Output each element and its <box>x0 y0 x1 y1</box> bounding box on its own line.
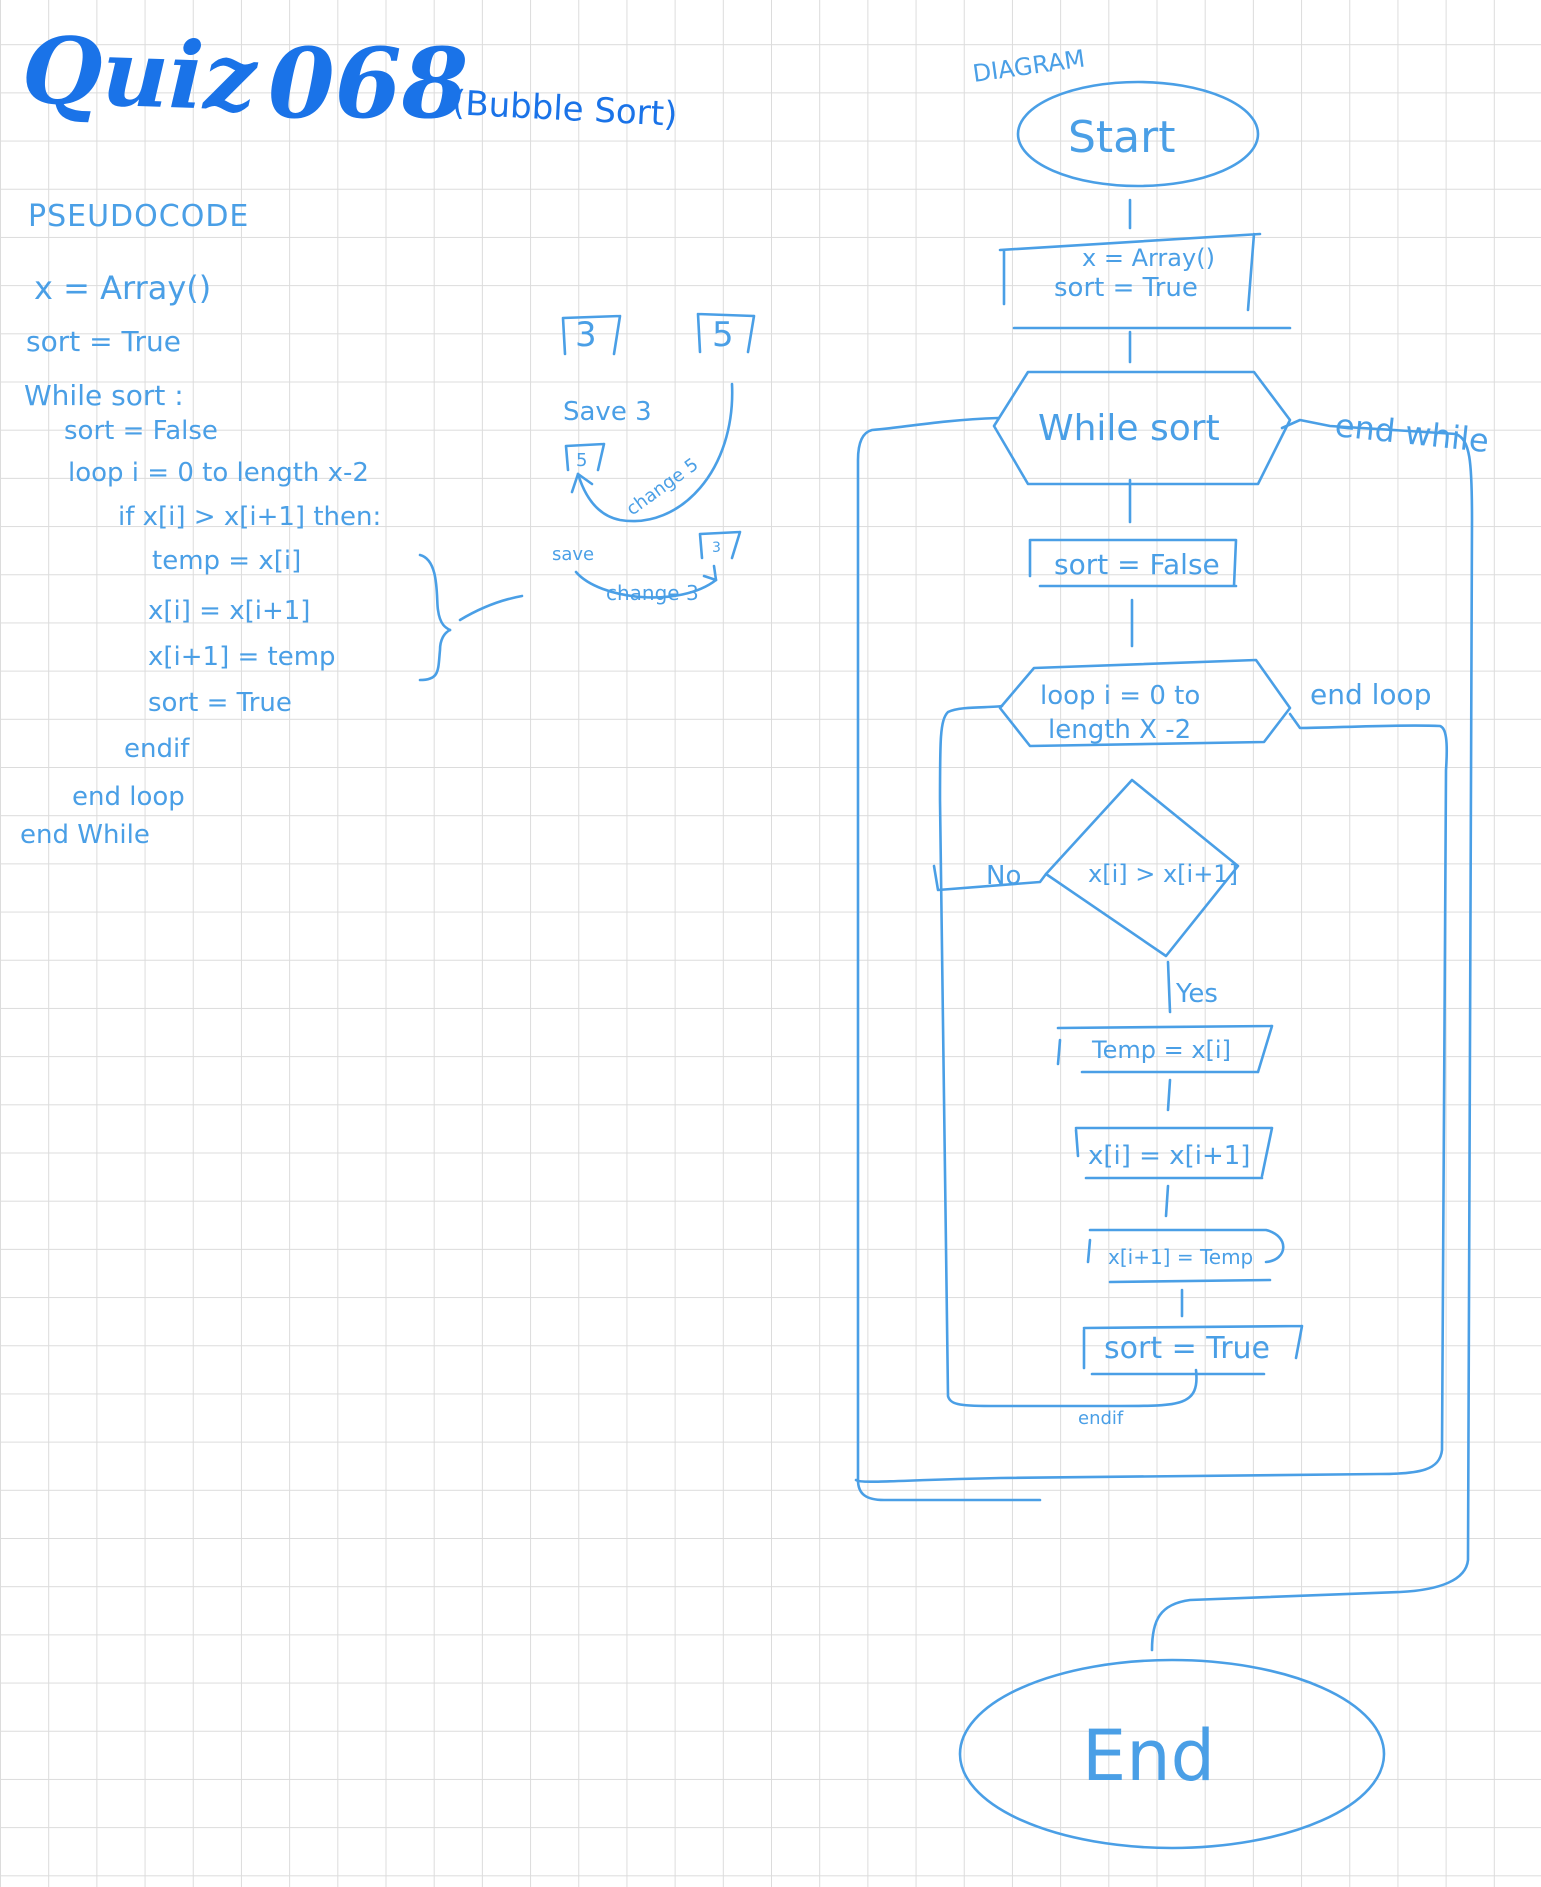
sort-true-process: sort = True <box>1082 1324 1304 1376</box>
pseudocode-heading: PSEUDOCODE <box>28 199 250 234</box>
small-box-3 <box>698 530 742 560</box>
assign-label: x[i] = x[i+1] <box>1088 1141 1250 1171</box>
small-box-5 <box>564 442 606 472</box>
condition-label: x[i] > x[i+1] <box>1088 860 1238 888</box>
small-box-3-label: 3 <box>712 540 721 556</box>
pseudocode-line: end While <box>20 820 150 850</box>
loop-line2: length X -2 <box>1048 715 1191 745</box>
small-box-5-label: 5 <box>576 450 587 471</box>
save-label: save <box>552 544 594 565</box>
yes-branch-line <box>1166 960 1172 1014</box>
box-3-outline <box>561 314 622 356</box>
pseudocode-line: if x[i] > x[i+1] then: <box>118 502 382 532</box>
init-line1: x = Array() <box>1082 244 1215 272</box>
init-process: x = Array() sort = True <box>998 232 1292 330</box>
temp-process: Temp = x[i] <box>1056 1024 1274 1074</box>
pseudocode-line: end loop <box>72 782 185 812</box>
end-label: End <box>1082 1715 1215 1797</box>
quiz-number: 068 <box>268 27 469 140</box>
loop-line1: loop i = 0 to <box>1040 681 1200 711</box>
loop-node: loop i = 0 to length X -2 <box>998 658 1292 748</box>
pseudocode-line: sort = True <box>26 325 181 358</box>
pseudocode-line: While sort : <box>24 379 184 412</box>
temp-label: Temp = x[i] <box>1091 1036 1231 1064</box>
change-5-label: change 5 <box>623 454 703 520</box>
pseudocode-line: loop i = 0 to length x-2 <box>68 458 369 488</box>
loop-return-line <box>938 704 1198 1408</box>
init-line2: sort = True <box>1054 273 1198 303</box>
change-3-label: change 3 <box>606 581 699 605</box>
swap-sketch: 3 5 Save 3 5 change 5 save 3 change 3 <box>552 312 756 605</box>
assign-temp-label: x[i+1] = Temp <box>1108 1245 1253 1269</box>
pseudocode-line: x[i] = x[i+1] <box>148 596 311 626</box>
while-label: While sort <box>1038 408 1220 449</box>
save-3-label: Save 3 <box>563 397 652 427</box>
no-branch-line <box>932 864 1048 892</box>
pseudocode-line: x[i+1] = temp <box>148 642 336 672</box>
end-node: End <box>958 1658 1386 1850</box>
start-node: Start <box>1016 80 1260 188</box>
yes-label: Yes <box>1175 979 1218 1009</box>
assign-process: x[i] = x[i+1] <box>1074 1126 1274 1180</box>
pseudocode-line: x = Array() <box>34 269 212 307</box>
start-label: Start <box>1068 112 1176 163</box>
box-5-label: 5 <box>712 315 734 355</box>
connector <box>1164 1184 1170 1218</box>
no-label: No <box>986 861 1021 891</box>
while-node: While sort <box>992 370 1292 486</box>
box-3-label: 3 <box>575 315 597 355</box>
swap-brace <box>418 553 524 682</box>
assign-temp-process: x[i+1] = Temp <box>1086 1228 1285 1284</box>
pseudocode-line: temp = x[i] <box>152 546 302 576</box>
diagram-heading: DIAGRAM <box>971 44 1087 87</box>
end-loop-line <box>854 712 1449 1484</box>
connector <box>1166 1078 1172 1112</box>
change-3-arrow <box>574 570 718 599</box>
box-5-outline <box>696 312 756 354</box>
end-loop-label: end loop <box>1310 678 1431 711</box>
pseudocode-line: endif <box>124 734 190 764</box>
condition-node: x[i] > x[i+1] <box>1044 778 1240 958</box>
sort-false-process: sort = False <box>1028 538 1238 588</box>
sort-true-label: sort = True <box>1104 1331 1270 1366</box>
endif-label: endif <box>1078 1408 1124 1429</box>
pseudocode-line: sort = True <box>148 688 292 718</box>
sort-false-label: sort = False <box>1054 548 1220 581</box>
pseudocode-line: sort = False <box>64 416 218 446</box>
while-return-line <box>856 416 1042 1502</box>
end-while-line <box>1150 418 1474 1652</box>
change-5-arrow <box>576 382 734 523</box>
